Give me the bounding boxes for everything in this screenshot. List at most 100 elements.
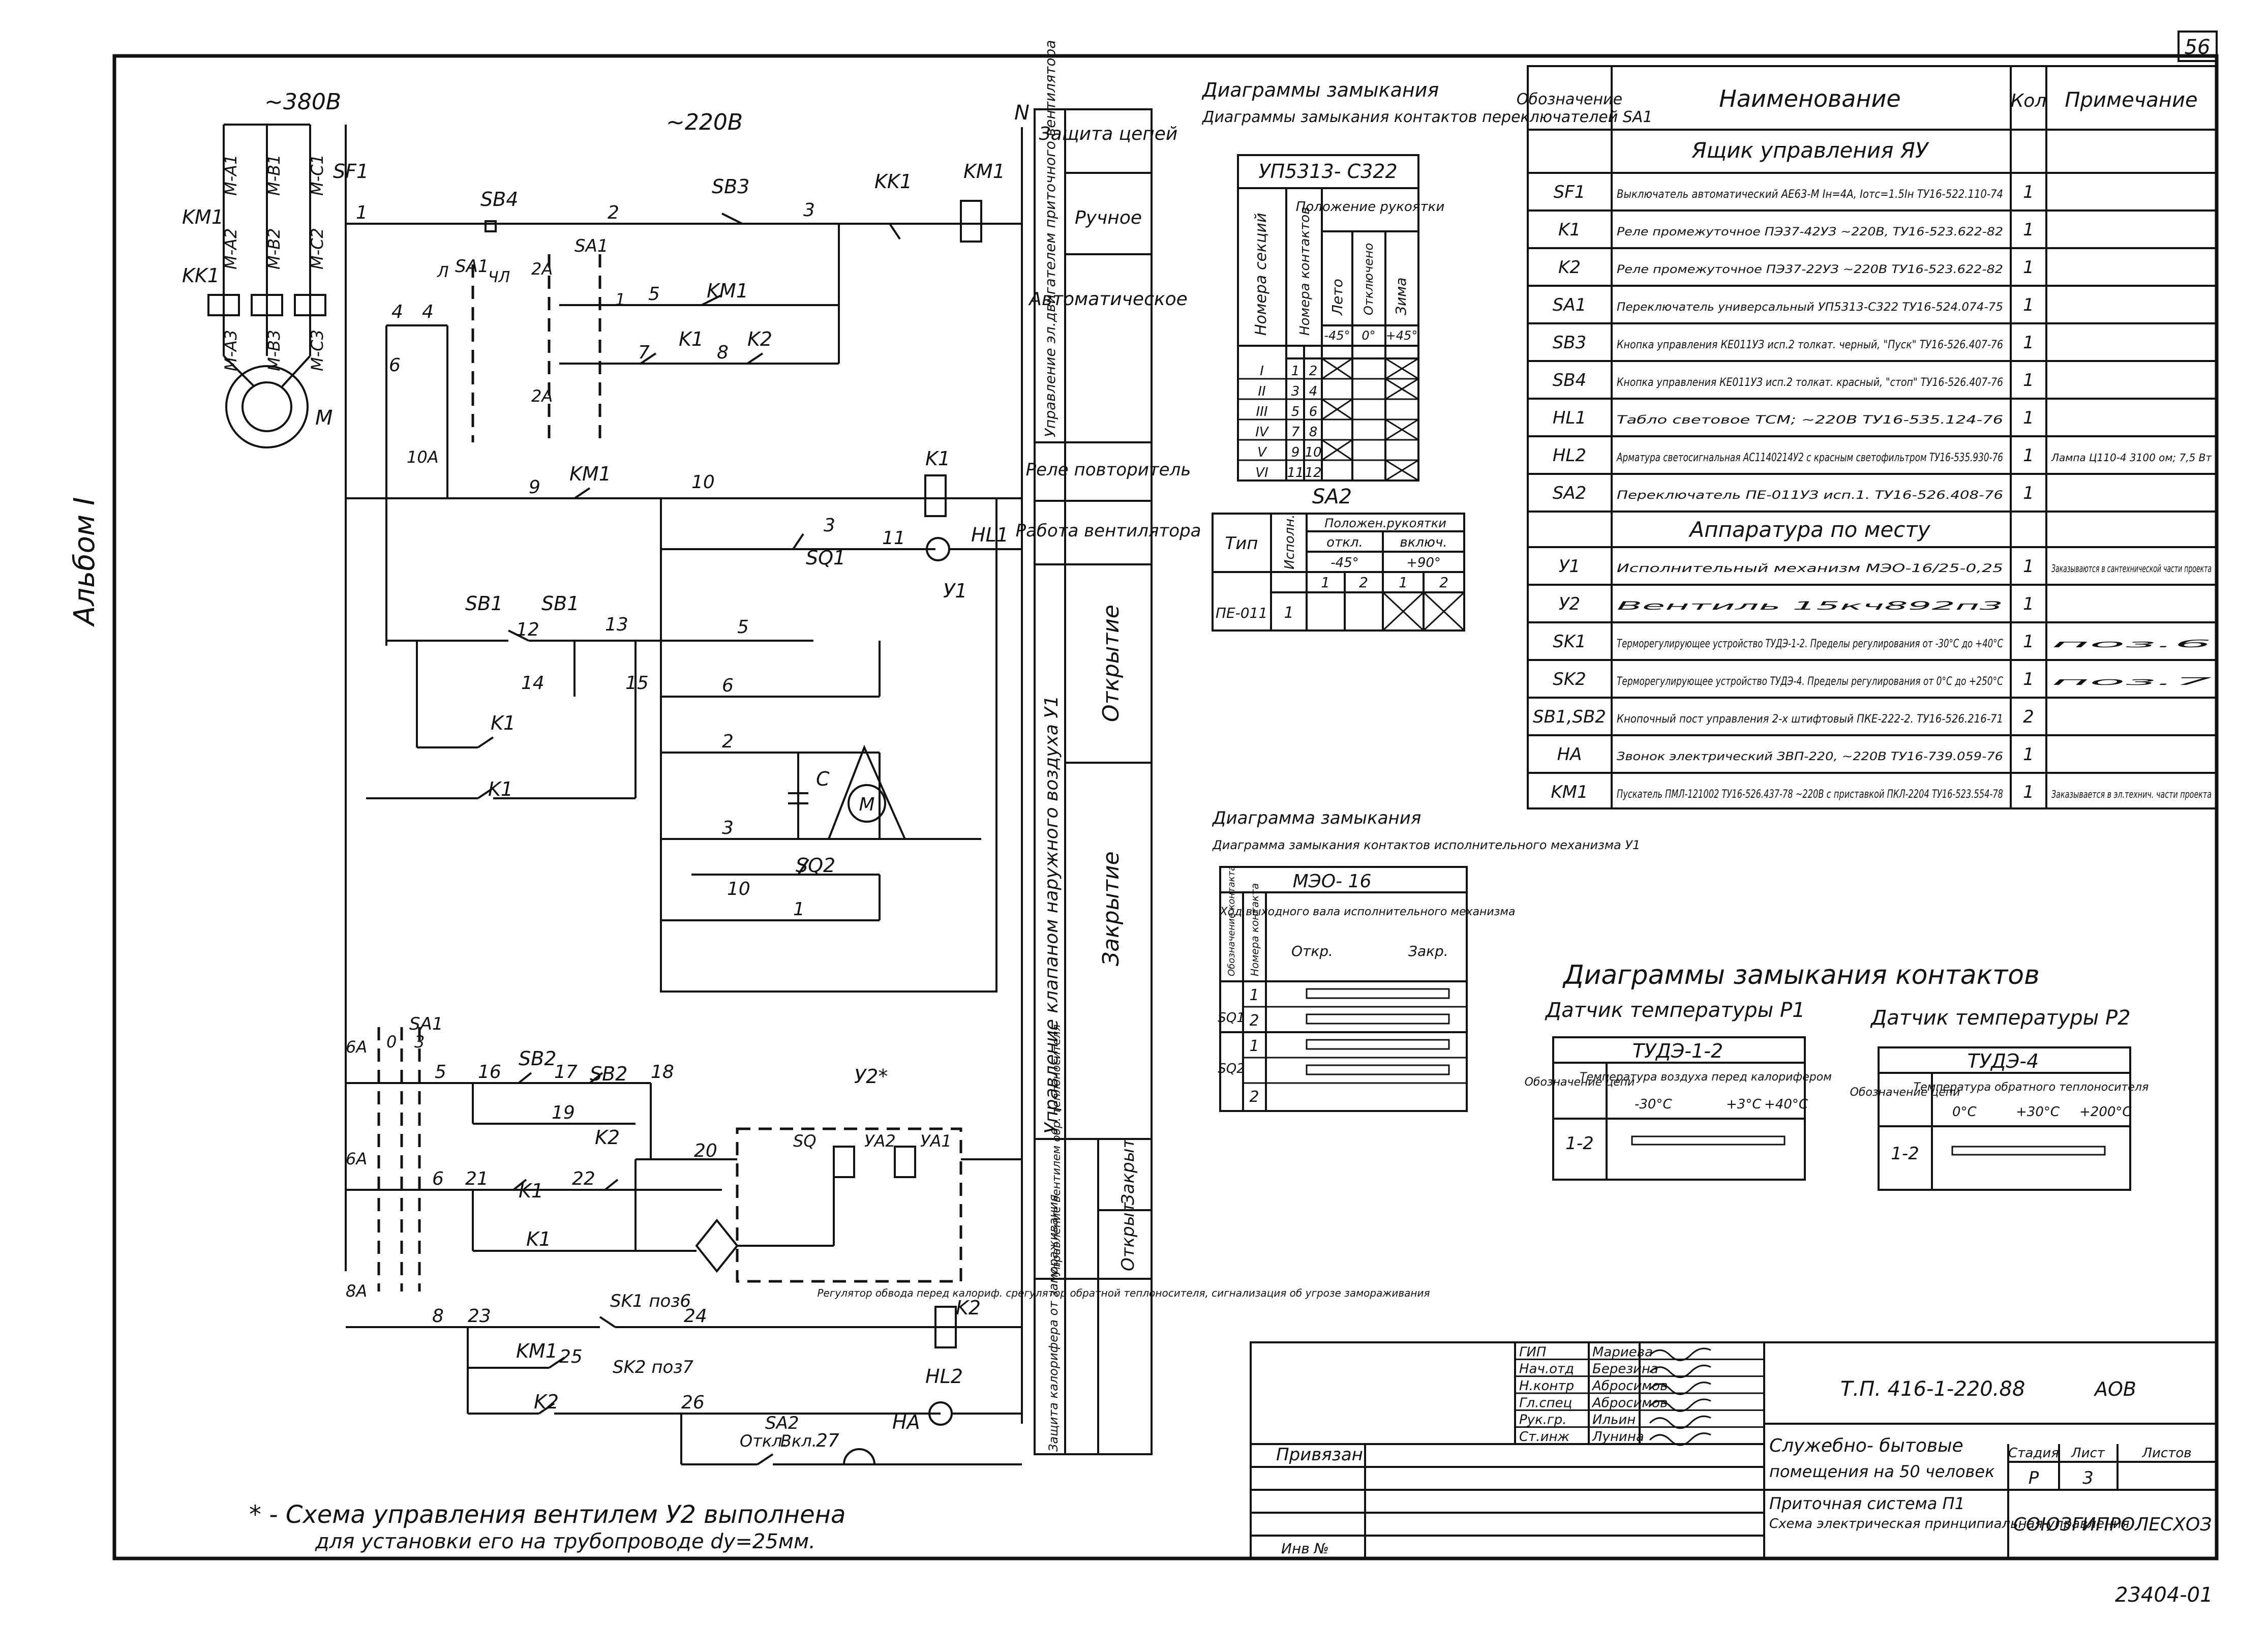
pl-ref: У1	[1559, 556, 1580, 577]
sa1-angle-2: 0°	[1362, 328, 1375, 343]
sensor1-t1: -30°С	[1635, 1097, 1672, 1112]
wire-8: 8	[717, 342, 729, 363]
neutral-label: N	[1014, 101, 1030, 125]
term-mb1: М-В1	[264, 155, 284, 196]
pl-h-qty: Кол	[2011, 91, 2047, 111]
lbl-k1-auto: K1	[679, 328, 704, 350]
schematic: ~380В ~220В N M М-А1 М-В1 М-С1 М-А2 М-В2…	[182, 89, 1030, 1465]
pl-ref: HL2	[1553, 445, 1586, 466]
lbl-km1-relay: KM1	[569, 463, 611, 485]
sensor1-row: 1-2	[1565, 1133, 1594, 1154]
pl-note: Заказывается в эл.технич. части проекта	[2051, 788, 2212, 800]
ha-bell	[842, 1448, 876, 1465]
pl-name: Пускатель ПМЛ-121002 ТУ16-526.437-78 ~22…	[1617, 788, 2003, 801]
pl-ref: SF1	[1554, 182, 1586, 202]
wire-17: 17	[554, 1062, 578, 1083]
tb-signature	[1649, 1415, 1711, 1429]
sa2-angle-2: +90°	[1406, 555, 1441, 571]
sa1-col-contacts: Номера контактов	[1297, 206, 1313, 336]
act-n-1: 1	[1249, 986, 1259, 1004]
act-dev-sq1: SQ1	[1218, 1010, 1245, 1026]
sa2-num-3: 1	[1399, 574, 1408, 591]
pl-ref: SB4	[1553, 370, 1587, 391]
wire-6b: 6	[722, 675, 734, 696]
sa2-row-exec: 1	[1284, 604, 1293, 622]
wire-10a: 10А	[407, 447, 439, 467]
sa1-sec: VI	[1255, 465, 1268, 481]
pl-qty: 1	[2023, 594, 2034, 614]
term-ma2: М-А2	[221, 228, 240, 269]
pl-qty: 1	[2023, 632, 2034, 652]
pl-ref: K2	[1558, 257, 1581, 278]
sa1-angle-3: +45°	[1386, 328, 1418, 343]
tb-section: АОВ	[2093, 1378, 2136, 1400]
wire-1: 1	[356, 202, 368, 223]
lbl-on: Вкл.	[780, 1431, 817, 1451]
pl-name: Кнопка управления КЕ011УЗ исп.2 толкат. …	[1617, 339, 2003, 351]
lbl-k2-coil: K2	[956, 1297, 981, 1319]
sensor2-col-a: Обозначение цепи	[1850, 1086, 1960, 1099]
lbl-sk1: SK1 поз6	[610, 1291, 691, 1311]
lbl-ya2: УА2	[864, 1131, 896, 1151]
fn-relay: Реле повторитель	[1026, 460, 1191, 480]
sa2-on: включ.	[1400, 535, 1447, 550]
tb-signature	[1649, 1382, 1711, 1395]
lbl-k1-a: K1	[491, 712, 516, 734]
wire-2a-b: 2А	[531, 386, 553, 406]
sa1-c2: 10	[1305, 445, 1321, 460]
lbl-sb2-b: SB2	[590, 1063, 627, 1085]
pl-qty: 1	[2023, 445, 2034, 466]
wire-6a-2: 6А	[346, 1149, 367, 1168]
tb-desc-2: Схема электрическая принципиальная управ…	[1769, 1516, 2130, 1532]
sensor2-caption: Датчик температуры Р2	[1870, 1006, 2131, 1030]
pl-qty: 1	[2023, 182, 2034, 202]
wire-3: 3	[803, 200, 815, 221]
sa1-c2: 8	[1309, 425, 1318, 440]
wire-6a-1: 6А	[346, 1037, 367, 1057]
fn-fan: Работа вентилятора	[1016, 521, 1201, 541]
pl-qty: 2	[2023, 707, 2034, 727]
sa1-model: УП5313- С322	[1258, 160, 1397, 183]
act-open: Откр.	[1291, 943, 1333, 959]
wire-4a: 4	[391, 302, 403, 322]
sa1-pos-winter: Зима	[1393, 278, 1409, 315]
sa2-num-1: 1	[1321, 574, 1330, 591]
sensor1-model: ТУДЭ-1-2	[1632, 1040, 1723, 1062]
wire-2b: 2	[722, 731, 734, 752]
page-number-box	[2178, 31, 2218, 62]
pl-ref: SK2	[1553, 669, 1586, 689]
pl-ref: SA2	[1553, 483, 1586, 503]
sensor1-col-b: Температура воздуха перед калорифером	[1580, 1071, 1832, 1084]
sensor2-t1: 0°С	[1952, 1104, 1977, 1120]
sa2-row-type: ПЕ-011	[1216, 605, 1267, 621]
sa1-c1: 1	[1291, 364, 1300, 379]
main-motor-label: M	[315, 406, 333, 430]
tb-stage-h: Стадия	[2008, 1446, 2059, 1461]
pl-ref: НА	[1557, 744, 1582, 765]
tb-sheets-h: Листов	[2141, 1446, 2191, 1461]
sa1-sec: I	[1260, 364, 1264, 379]
act-dev-sq2: SQ2	[1218, 1061, 1245, 1076]
sa2-col-type: Тип	[1225, 533, 1258, 554]
wire-6c: 6	[432, 1168, 444, 1189]
pl-name: Переключатель ПЕ-011УЗ исп.1. ТУ16-526.4…	[1617, 489, 2003, 502]
pl-qty: 1	[2023, 257, 2034, 278]
fn-rot-fan: Управление эл.двигателем приточного вент…	[1042, 40, 1059, 437]
lbl-ya1: УА1	[920, 1131, 952, 1151]
sheet-frame	[112, 54, 2219, 1560]
wire-9: 9	[529, 477, 540, 498]
wire-3b: 3	[722, 818, 734, 838]
pl-qty: 1	[2023, 669, 2034, 689]
tb-desc-1: Приточная система П1	[1769, 1494, 1965, 1513]
act-n-2: 2	[1249, 1012, 1259, 1030]
wire-11: 11	[882, 528, 905, 549]
wire-19: 19	[552, 1102, 575, 1123]
pl-ref: K1	[1558, 220, 1581, 240]
lbl-km1-power: KM1	[182, 206, 224, 228]
sa1-sec: II	[1258, 384, 1265, 399]
y1-motor-label: M	[859, 794, 874, 815]
pl-qty: 1	[2023, 295, 2034, 315]
pl-ref: KM1	[1551, 782, 1588, 802]
pl-name: Переключатель универсальный УП5313-С322 …	[1617, 301, 2003, 314]
lbl-ha: НА	[892, 1411, 920, 1433]
